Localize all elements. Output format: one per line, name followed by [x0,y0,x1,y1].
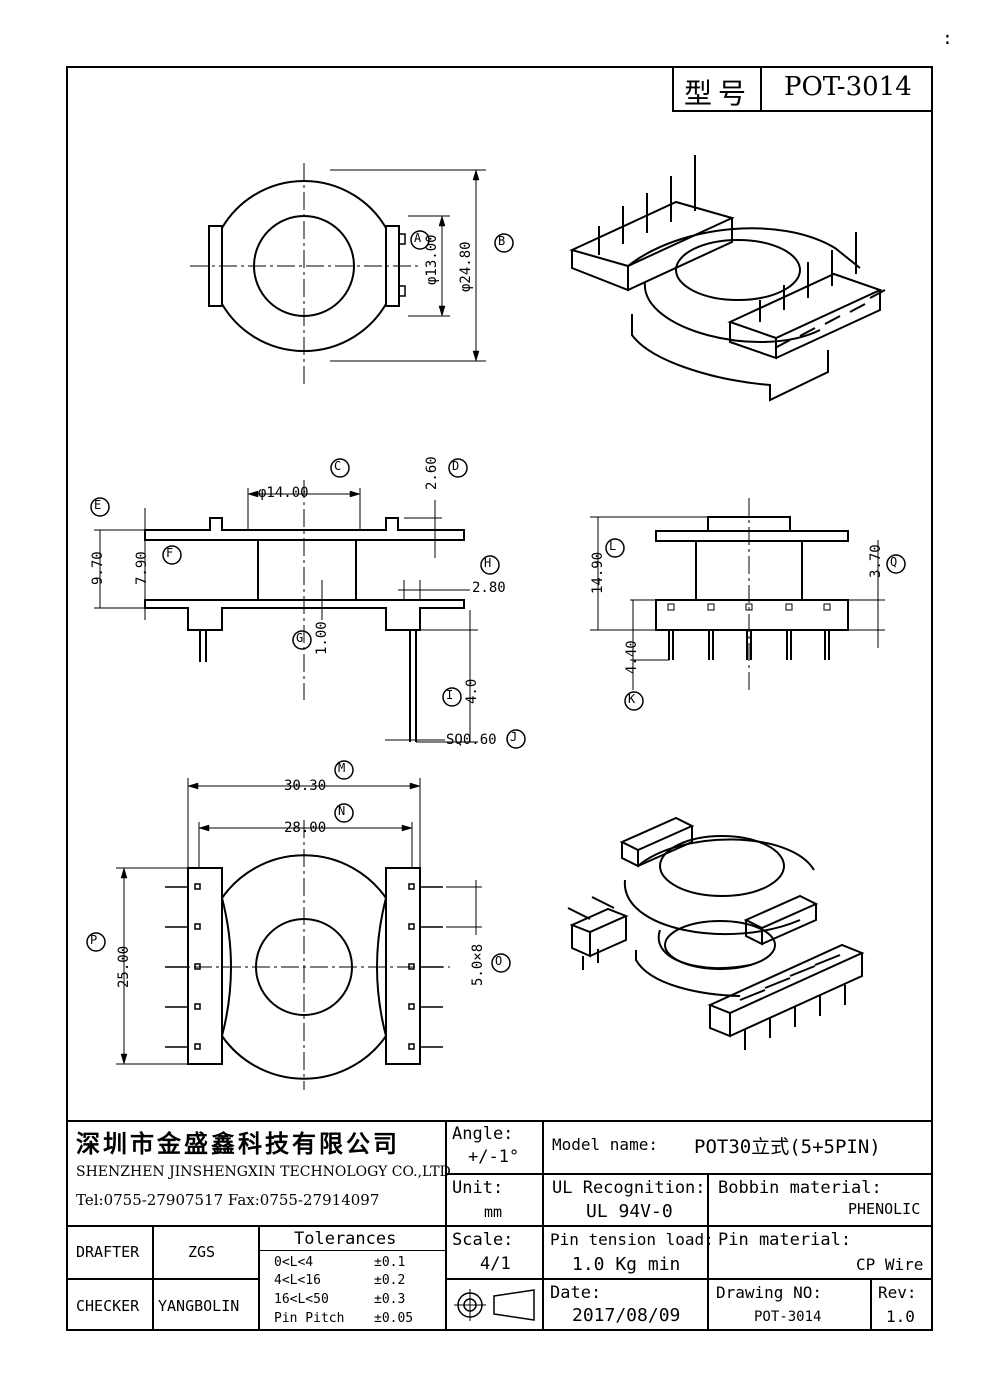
tol-value-1: ±0.1 [374,1255,406,1270]
tb-hline-left [66,1225,446,1227]
title-block-top [66,1120,933,1122]
angle-label: Angle: [452,1124,514,1144]
drawing-no-label: Drawing NO: [716,1283,822,1302]
tol-range-4: Pin Pitch [274,1311,345,1326]
pin-tension-value: 1.0 Kg min [572,1254,681,1275]
dim-label-e: E [94,498,102,512]
model-name-value: POT30立式(5+5PIN) [694,1136,881,1158]
front-view [90,458,526,749]
company-name-en: SHENZHEN JINSHENGXIN TECHNOLOGY CO.,LTD [76,1164,451,1180]
dim-d-value: 2.60 [424,456,440,490]
tb-hline-2 [445,1225,933,1227]
date-value: 2017/08/09 [572,1305,681,1326]
model-name-label: Model name: [552,1135,658,1154]
dim-g-value: 1.00 [314,621,330,655]
angle-value: +/-1° [468,1147,520,1167]
tol-underline [258,1250,446,1251]
company-name-cn: 深圳市金盛鑫科技有限公司 [76,1130,400,1158]
tol-range-2: 4<L<16 [274,1273,321,1288]
tol-range-3: 16<L<50 [274,1292,329,1307]
tol-value-3: ±0.3 [374,1292,406,1307]
checker-value: YANGBOLIN [158,1297,240,1315]
bobbin-material-value: PHENOLIC [848,1200,921,1218]
tb-hline-left-2 [66,1278,258,1280]
drawing-frame [66,66,933,1331]
dim-label-j: J [510,730,518,744]
pin-material-value: CP Wire [856,1255,924,1274]
dim-label-g: G [296,631,304,645]
rev-label: Rev: [878,1283,917,1302]
model-value: POT-3014 [784,72,912,102]
checker-label: CHECKER [76,1297,140,1315]
scale-label: Scale: [452,1230,514,1250]
dim-c-value: φ14.00 [258,485,309,501]
company-tel-fax: Tel:0755-27907517 Fax:0755-27914097 [76,1191,380,1209]
dim-a-value: φ13.00 [424,234,440,285]
dim-q-value: 3.70 [868,544,884,578]
tb-vline-3 [707,1173,709,1331]
dim-f-value: 7.90 [134,551,150,585]
tb-vline-left-1 [152,1225,154,1331]
dim-label-k: K [628,692,636,706]
bottom-view [86,760,511,1090]
tb-hline-1 [445,1173,933,1175]
dim-label-o: O [495,954,503,968]
tol-value-4: ±0.05 [374,1311,414,1326]
ul-value: UL 94V-0 [586,1201,673,1222]
tolerances-title: Tolerances [294,1229,397,1249]
dim-h-value: 2.80 [472,580,506,596]
dim-label-h: H [484,556,492,570]
isometric-view-bottom [567,816,865,1050]
pin-tension-label: Pin tension load: [550,1230,714,1249]
dim-j-value: SQ0.60 [446,732,497,748]
drafter-value: ZGS [188,1243,216,1261]
dim-label-a: A [414,231,422,245]
dim-label-b: B [498,234,506,248]
dim-o-value: 5.0×8 [470,943,486,986]
dim-i-value: 4.0 [464,678,480,704]
top-view [190,163,514,385]
tb-vline-4 [870,1278,872,1331]
rev-value: 1.0 [886,1307,915,1326]
dim-label-c: C [334,459,342,473]
dim-l-value: 14.90 [590,551,606,594]
tol-range-1: 0<L<4 [274,1255,314,1270]
pin-material-label: Pin material: [718,1230,852,1250]
dim-e-value: 9.70 [90,551,106,585]
dim-label-n: N [338,804,346,818]
side-view [590,498,906,711]
tol-value-2: ±0.2 [374,1273,406,1288]
projection-symbol-icon [454,1289,535,1321]
dim-label-p: P [90,933,98,947]
isometric-view-top [569,155,886,402]
bobbin-material-label: Bobbin material: [718,1178,882,1198]
unit-value: mm [484,1203,503,1221]
model-label: 型号 [684,77,753,110]
drawing-no-value: POT-3014 [754,1309,822,1325]
date-label: Date: [550,1283,602,1303]
dim-k-value: 4.40 [624,640,640,674]
dim-label-q: Q [890,555,898,569]
dim-label-l: L [609,539,617,553]
unit-label: Unit: [452,1178,504,1198]
corner-mark: : [942,28,953,49]
dim-label-d: D [452,459,460,473]
scale-value: 4/1 [480,1254,511,1274]
dim-m-value: 30.30 [284,778,327,794]
header-divider [760,66,762,112]
tb-vline-left-2 [258,1225,260,1331]
dim-label-f: F [166,546,174,560]
drafter-label: DRAFTER [76,1243,140,1261]
dim-b-value: φ24.80 [458,241,474,292]
dim-label-m: M [338,761,346,775]
tb-hline-3 [445,1278,933,1280]
dim-label-i: I [446,688,454,702]
dim-n-value: 28.00 [284,820,327,836]
dim-p-value: 25.00 [116,945,132,988]
ul-label: UL Recognition: [552,1178,706,1198]
model-header-box [672,66,933,112]
